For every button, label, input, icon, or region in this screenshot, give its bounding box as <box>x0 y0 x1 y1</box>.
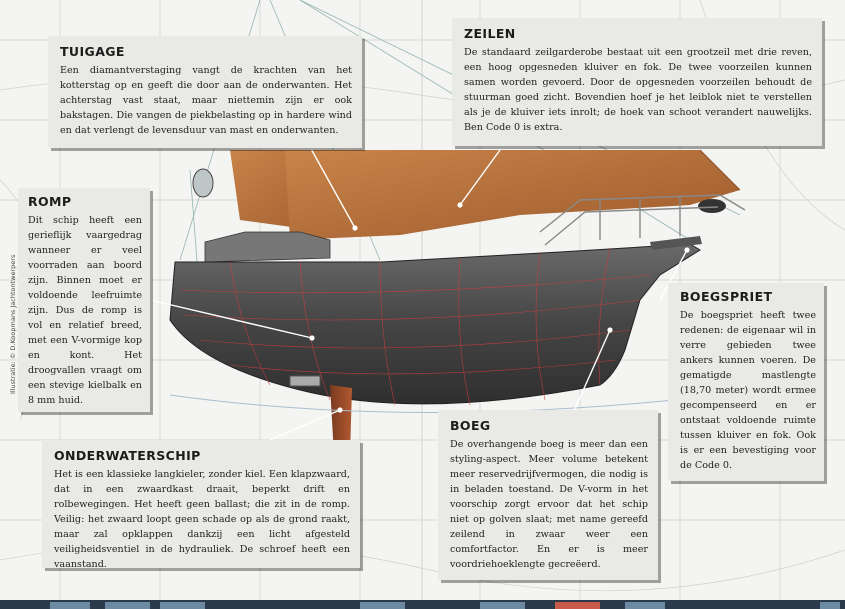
callout-boeg: BOEG De overhangende boeg is meer dan ee… <box>438 410 658 580</box>
hull <box>169 243 701 405</box>
callout-title: BOEGSPRIET <box>680 289 773 304</box>
callout-title: ONDERWATERSCHIP <box>54 448 201 463</box>
callout-body: Dit schip heeft een gerieflijk vaargedra… <box>28 215 142 406</box>
callout-title: TUIGAGE <box>60 44 125 59</box>
keel-rudder <box>330 385 352 455</box>
callout-tuigage: TUIGAGE Een diamantverstaging vangt de k… <box>48 36 362 148</box>
callout-title: BOEG <box>450 418 491 433</box>
taskbar-button[interactable] <box>555 602 600 609</box>
taskbar-button[interactable] <box>105 602 150 609</box>
illustration-credit: Illustratie: © D.Koopmans Jachtontwerper… <box>9 254 17 394</box>
callout-title: ROMP <box>28 194 72 209</box>
doghouse <box>204 231 331 263</box>
callout-boegspriet: BOEGSPRIET De boegspriet heeft twee rede… <box>668 283 824 481</box>
callout-body: Een diamantverstaging vangt de krachten … <box>60 65 352 136</box>
callout-body: De boegspriet heeft twee redenen: de eig… <box>680 310 816 471</box>
callout-body: Het is een klassieke langkieler, zonder … <box>54 469 350 570</box>
taskbar-button[interactable] <box>625 602 665 609</box>
taskbar-button[interactable] <box>160 602 205 609</box>
callout-zeilen: ZEILEN De standaard zeilgarderobe bestaa… <box>452 18 822 146</box>
callout-title: ZEILEN <box>464 26 516 41</box>
taskbar-button[interactable] <box>50 602 90 609</box>
callout-body: De standaard zeilgarderobe bestaat uit e… <box>464 47 812 133</box>
jib-sail <box>285 150 740 240</box>
callout-romp: ROMP Dit schip heeft een gerieflijk vaar… <box>18 188 150 412</box>
dome-radar <box>192 168 214 198</box>
hull-wireframe <box>179 247 651 406</box>
bowsprit <box>650 236 702 250</box>
taskbar <box>0 600 845 609</box>
taskbar-button[interactable] <box>480 602 525 609</box>
callout-onderwaterschip: ONDERWATERSCHIP Het is een klassieke lan… <box>42 440 360 570</box>
taskbar-button[interactable] <box>360 602 405 609</box>
callout-body: De overhangende boeg is meer dan een sty… <box>450 439 648 570</box>
taskbar-button[interactable] <box>820 602 840 609</box>
